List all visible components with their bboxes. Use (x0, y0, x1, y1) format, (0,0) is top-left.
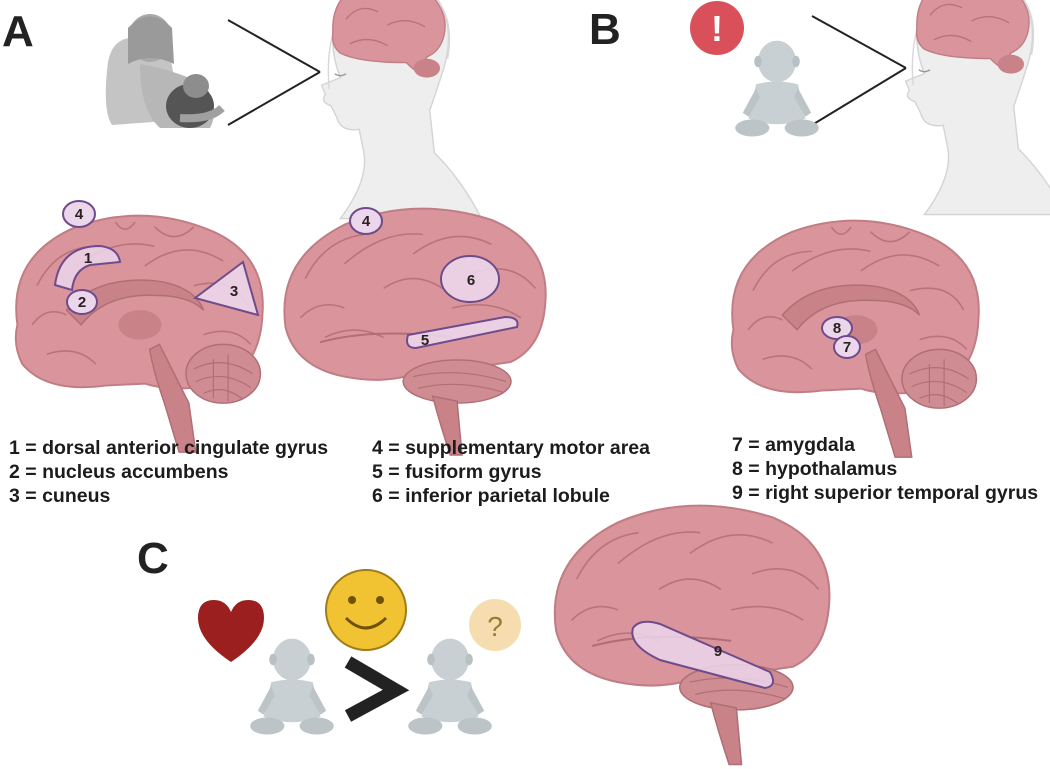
region-marker-2: 2 (66, 289, 98, 315)
smiley-face-icon (325, 569, 407, 651)
question-icon: ? (469, 599, 521, 651)
region-marker-6-label: 6 (467, 272, 475, 289)
mother-holding-baby-illustration (105, 14, 225, 128)
region-marker-8: 8 (821, 316, 853, 340)
region-marker-9: 9 (631, 620, 775, 690)
question-icon-symbol: ? (487, 611, 503, 642)
legend-a-right: 4 = supplementary motor area 5 = fusifor… (372, 436, 650, 508)
legend-item-1: 1 = dorsal anterior cingulate gyrus (9, 437, 329, 459)
region-marker-7-label: 7 (843, 339, 851, 356)
region-marker-1: 1 (53, 244, 122, 292)
region-marker-9-label: 9 (714, 643, 722, 660)
head-brain-illustration-a (320, 0, 483, 220)
brain-lateral-a (283, 207, 547, 456)
baby-illustration-c-left (250, 638, 334, 735)
legend-item-4: 4 = supplementary motor area (372, 437, 650, 459)
alert-icon-symbol: ! (711, 8, 723, 49)
legend-item-7: 7 = amygdala (732, 434, 856, 456)
region-marker-4-lateral: 4 (349, 207, 383, 235)
perception-lines (227, 15, 907, 126)
region-marker-5: 5 (406, 315, 519, 350)
region-marker-7: 7 (833, 335, 861, 359)
heart-icon (198, 600, 264, 662)
region-marker-3-label: 3 (230, 283, 238, 300)
panel-label-b: B (589, 5, 621, 54)
region-marker-6: 6 (440, 255, 500, 303)
panel-label-c: C (137, 534, 169, 583)
legend-item-3: 3 = cuneus (9, 485, 111, 507)
region-marker-3: 3 (192, 260, 260, 317)
region-marker-5-label: 5 (421, 332, 429, 349)
panel-label-a: A (2, 7, 34, 56)
legend-item-6: 6 = inferior parietal lobule (372, 485, 610, 507)
region-marker-1-label: 1 (84, 250, 92, 267)
legend-item-8: 8 = hypothalamus (732, 458, 898, 480)
head-brain-illustration-b (904, 0, 1050, 216)
alert-icon: ! (690, 1, 744, 55)
region-marker-2-label: 2 (78, 294, 86, 311)
legend-item-2: 2 = nucleus accumbens (9, 461, 229, 483)
brain-lateral-c (553, 504, 831, 766)
greater-than-symbol (344, 656, 410, 722)
region-marker-4-sagittal: 4 (62, 200, 96, 228)
baby-illustration-b (735, 40, 819, 137)
legend-a-left: 1 = dorsal anterior cingulate gyrus 2 = … (9, 436, 328, 508)
region-marker-8-label: 8 (833, 320, 841, 337)
region-marker-4-sagittal-label: 4 (75, 206, 84, 223)
baby-illustration-c-right (408, 638, 492, 735)
legend-b: 7 = amygdala 8 = hypothalamus 9 = right … (732, 433, 1038, 505)
brain-sagittal-a (14, 214, 264, 454)
region-marker-4-lateral-label: 4 (362, 213, 371, 230)
legend-item-5: 5 = fusiform gyrus (372, 461, 542, 483)
legend-item-9: 9 = right superior temporal gyrus (732, 482, 1039, 504)
